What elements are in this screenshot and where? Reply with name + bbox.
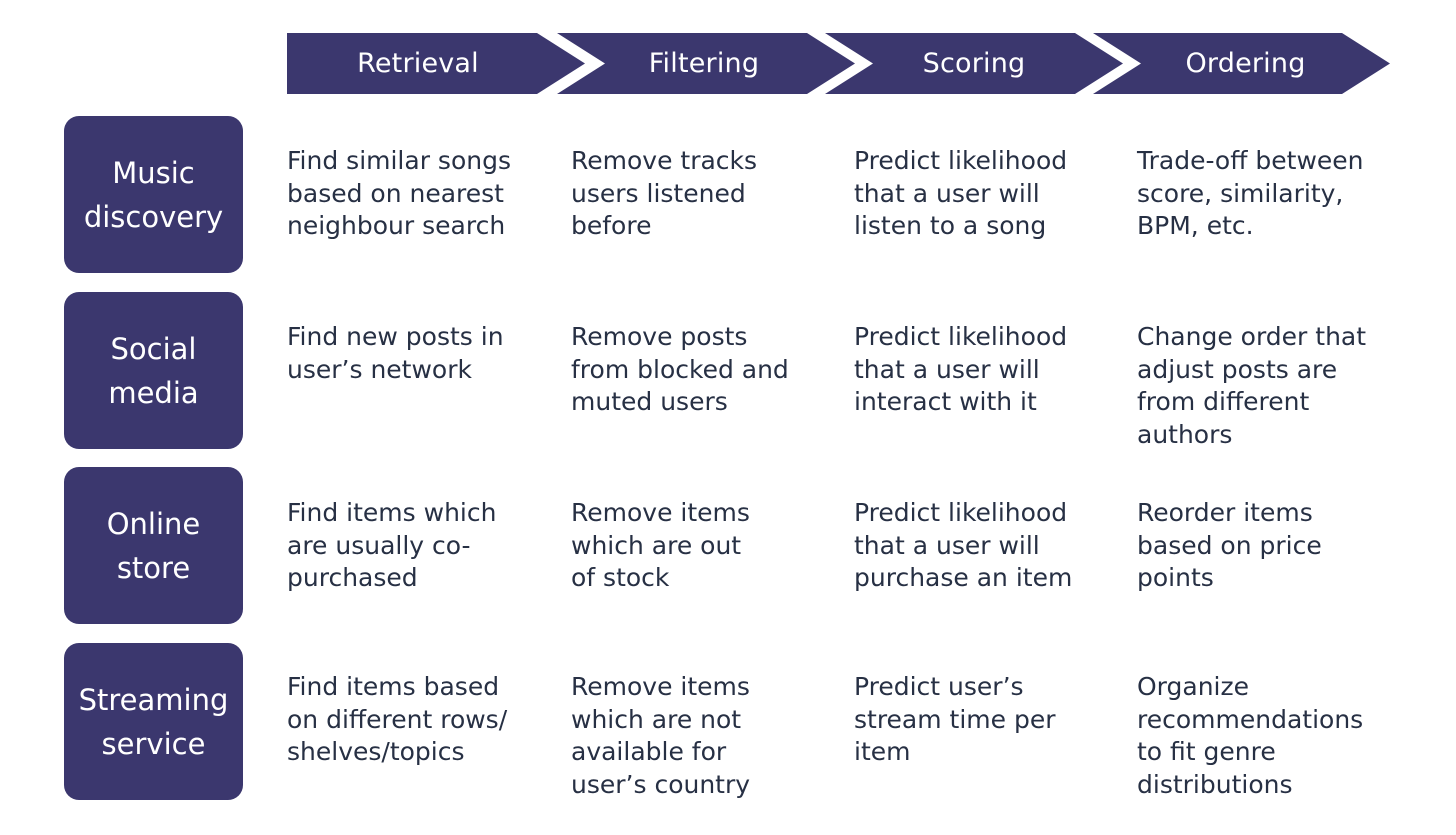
cell-store-ordering: Reorder items based on price points <box>1137 498 1322 593</box>
row-label-social-media: Social media <box>64 292 243 449</box>
row-label-music-discovery: Music discovery <box>64 116 243 273</box>
cell-music-filtering: Remove tracks users listened before <box>571 146 758 241</box>
cell-store-filtering: Remove items which are out of stock <box>571 498 750 593</box>
cell-streaming-filtering: Remove items which are not available for… <box>571 672 751 799</box>
cell-social-retrieval: Find new posts in user’s network <box>287 322 504 384</box>
cell-social-filtering: Remove posts from blocked and muted user… <box>571 322 789 417</box>
cell-music-ordering: Trade-off between score, similarity, BPM… <box>1137 146 1364 241</box>
stage-chevron-retrieval <box>287 33 585 94</box>
row-label-text: Music discovery <box>83 155 224 234</box>
row-label-text: Streaming service <box>78 682 229 761</box>
cell-streaming-retrieval: Find items based on different rows/ shel… <box>287 672 508 767</box>
cell-social-scoring: Predict likelihood that a user will inte… <box>854 322 1068 417</box>
cell-streaming-scoring: Predict user’s stream time per item <box>854 672 1056 767</box>
row-label-text: Online store <box>106 506 201 585</box>
row-label-online-store: Online store <box>64 467 243 624</box>
cell-music-scoring: Predict likelihood that a user will list… <box>854 146 1068 241</box>
row-label-streaming-service: Streaming service <box>64 643 243 800</box>
stage-label-filtering: Filtering <box>648 48 760 79</box>
cell-music-retrieval: Find similar songs based on nearest neig… <box>287 146 511 241</box>
stage-label-ordering: Ordering <box>1185 48 1306 79</box>
stage-label-scoring: Scoring <box>922 48 1026 79</box>
row-label-text: Social media <box>108 331 199 410</box>
cell-social-ordering: Change order that adjust posts are from … <box>1137 322 1367 449</box>
stage-chevron-filtering <box>557 33 855 94</box>
cell-streaming-ordering: Organize recommendations to fit genre di… <box>1137 672 1364 799</box>
cell-store-retrieval: Find items which are usually co- purchas… <box>287 498 497 593</box>
cell-store-scoring: Predict likelihood that a user will purc… <box>854 498 1073 593</box>
pipeline-stages <box>287 33 1390 94</box>
stage-chevron-scoring <box>825 33 1123 94</box>
stage-chevron-ordering <box>1093 33 1390 94</box>
stage-label-retrieval: Retrieval <box>357 48 479 79</box>
